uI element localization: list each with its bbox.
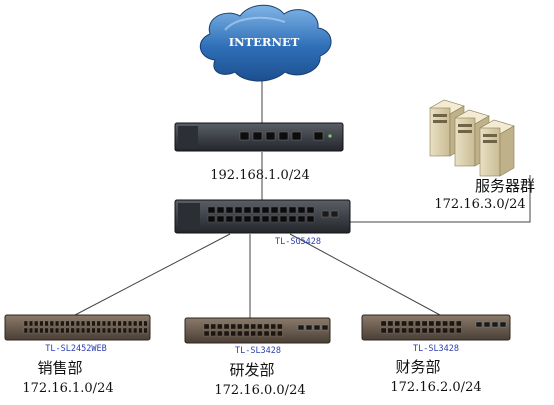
- rd-switch-device: [184, 317, 331, 344]
- sales-dept-subnet: 172.16.1.0/24: [22, 381, 113, 396]
- internet-label: INTERNET: [229, 35, 300, 49]
- finance-dept-name: 财务部: [395, 358, 440, 376]
- connection-lines: [74, 72, 531, 318]
- finance-switch-device: [361, 314, 511, 341]
- server-group-label: 服务器群: [475, 177, 535, 195]
- finance-dept-subnet: 172.16.2.0/24: [390, 380, 481, 395]
- link-core-servers: [350, 175, 531, 223]
- sales-switch-device: [4, 314, 151, 341]
- sales-dept-name: 销售部: [37, 359, 82, 377]
- server-group-icon: [429, 99, 515, 177]
- rd-dept-name: 研发部: [229, 361, 274, 379]
- server-group-subnet: 172.16.3.0/24: [434, 197, 525, 212]
- finance-switch-model: TL-SL3428: [413, 344, 459, 354]
- core-switch-device: [174, 199, 351, 234]
- link-core-sales: [74, 233, 231, 316]
- link-core-finance: [289, 233, 441, 316]
- sales-switch-model: TL-SL2452WEB: [45, 344, 106, 354]
- core-switch-model: TL-SG5428: [275, 237, 321, 247]
- router-subnet: 192.168.1.0/24: [210, 168, 310, 183]
- rd-dept-subnet: 172.16.0.0/24: [214, 383, 305, 398]
- rd-switch-model: TL-SL3428: [235, 346, 281, 356]
- internet-cloud: INTERNET: [200, 4, 332, 82]
- router-device: [174, 122, 344, 152]
